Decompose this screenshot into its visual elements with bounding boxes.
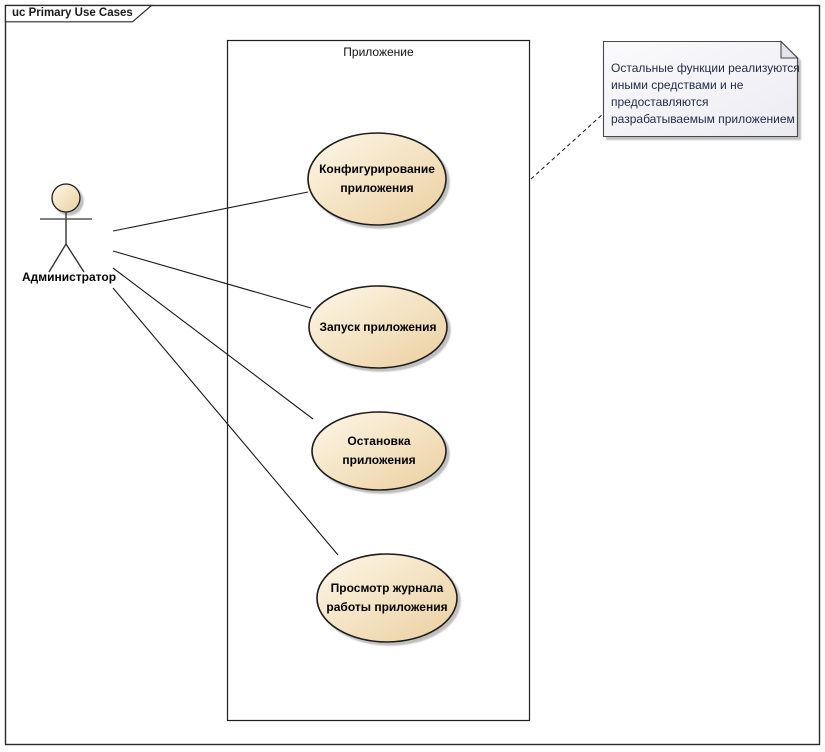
- association-line-stop: [112, 267, 314, 420]
- note-fold-corner-icon: [780, 40, 799, 59]
- actor-administrator-figure[interactable]: [40, 183, 92, 273]
- system-boundary-label: Приложение: [343, 45, 414, 59]
- use-case-view-log-ellipse[interactable]: [316, 553, 458, 643]
- use-case-stop-label: Остановка приложения: [342, 434, 416, 467]
- note-text: Остальные функции реализуются иными сред…: [611, 60, 800, 128]
- note-text-line: разрабатываемым приложением: [611, 112, 795, 126]
- use-case-start-label: Запуск приложения: [319, 319, 437, 334]
- use-case-configure-label: Конфигурирование приложения: [319, 162, 435, 195]
- association-line-view-log: [112, 287, 339, 556]
- diagram-frame: [4, 4, 821, 746]
- actor-administrator-label: Администратор: [21, 270, 117, 284]
- association-line-start: [112, 250, 312, 309]
- use-case-start-ellipse[interactable]: [308, 285, 448, 369]
- note-text-line: предоставляются: [611, 95, 709, 109]
- actor-head: [51, 183, 81, 213]
- note-body: [602, 40, 799, 138]
- use-case-configure-ellipse[interactable]: [307, 132, 447, 226]
- note-text-line: иными средствами и не: [611, 78, 744, 92]
- actor-leg-left: [48, 243, 67, 273]
- frame-title: uc Primary Use Cases: [12, 7, 133, 19]
- use-case-view-log-label: Просмотр журнала работы приложения: [326, 581, 448, 614]
- frame-title-tab: [4, 4, 154, 23]
- actor-leg-right: [65, 243, 85, 273]
- note-shape[interactable]: [602, 40, 799, 138]
- use-case-stop-ellipse[interactable]: [311, 411, 447, 491]
- association-line-configure: [112, 191, 309, 232]
- note-link-dashed-line: [530, 112, 605, 180]
- note-text-line: Остальные функции реализуются: [611, 61, 800, 75]
